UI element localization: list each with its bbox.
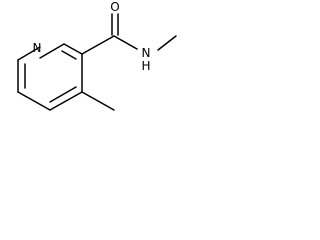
amide-hydrogen-label: H xyxy=(141,59,150,73)
ring-bond-n1-link xyxy=(17,46,41,61)
ring-bond-c4-c5 xyxy=(49,91,83,111)
carbonyl-amide-n-bond xyxy=(113,35,138,50)
ring-double-bond-inner-2 xyxy=(49,86,77,103)
ring-nitrogen-label: N xyxy=(33,41,42,55)
amide-nitrogen-label: N xyxy=(142,46,151,60)
c2-carbonyl-bond xyxy=(81,35,115,55)
carbonyl-oxygen-label: O xyxy=(110,0,119,14)
ring-bond-c2-c3 xyxy=(63,43,83,55)
ring-double-bond-inner-1 xyxy=(61,50,77,60)
chemical-structure-diagram: N O N H xyxy=(17,0,177,111)
methyl-bond xyxy=(81,91,115,111)
n-methyl-bond xyxy=(157,35,177,51)
ring-bond-n1-c2 xyxy=(39,43,65,59)
ring-bond-c5-c6 xyxy=(17,91,51,111)
